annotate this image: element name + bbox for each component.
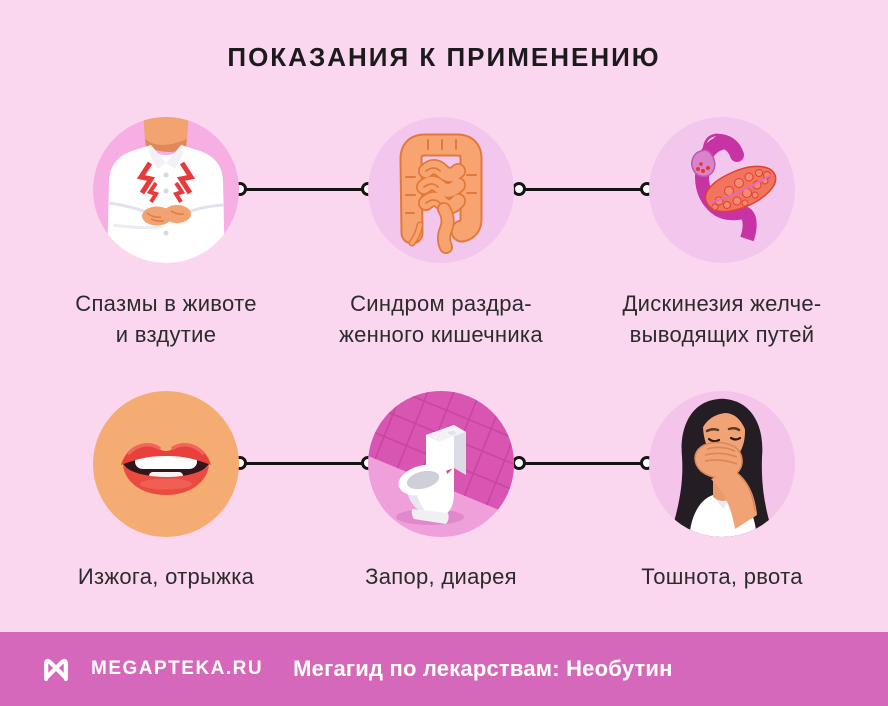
page-title: ПОКАЗАНИЯ К ПРИМЕНЕНИЮ: [227, 42, 661, 72]
pancreas-gallbladder-icon: [649, 117, 795, 263]
label-line: Синдром раздра-: [350, 291, 532, 316]
indication-label: Запор, диарея: [301, 561, 581, 592]
connector-line: [512, 456, 654, 470]
indication-item-biliary: [649, 117, 795, 263]
connector-line: [512, 182, 654, 196]
indication-label: Синдром раздра- женного кишечника: [301, 288, 581, 350]
label-line: Тошнота, рвота: [641, 564, 803, 589]
megapteka-logo-icon: [44, 658, 68, 681]
indication-item-ibs: [368, 117, 514, 263]
label-line: Запор, диарея: [365, 564, 517, 589]
indication-label: Спазмы в животе и вздутие: [26, 288, 306, 350]
label-line: выводящих путей: [629, 322, 815, 347]
label-line: женного кишечника: [339, 322, 543, 347]
indication-item-nausea: [649, 391, 795, 537]
connector-line: [233, 456, 375, 470]
connector-line: [233, 182, 375, 196]
label-line: Изжога, отрыжка: [77, 564, 255, 589]
indication-item-heartburn: [93, 391, 239, 537]
intestines-icon: [368, 117, 514, 263]
lips-icon: [93, 391, 239, 537]
footer: MEGAPTEKA.RU Мегагид по лекарствам: Необ…: [0, 632, 888, 706]
label-line: Спазмы в животе: [75, 291, 257, 316]
connector-dot: [512, 182, 526, 196]
connector-dot: [512, 456, 526, 470]
indication-label: Изжога, отрыжка: [26, 561, 306, 592]
nausea-icon: [649, 391, 795, 537]
indication-item-spasms: [93, 117, 239, 263]
toilet-icon: [368, 391, 514, 537]
indication-label: Тошнота, рвота: [582, 561, 862, 592]
indication-item-constipation: [368, 391, 514, 537]
footer-caption: Мегагид по лекарствам: Необутин: [293, 656, 673, 681]
brand-name: MEGAPTEKA.RU: [91, 658, 264, 679]
belly-pain-icon: [93, 117, 239, 263]
indication-label: Дискинезия желче- выводящих путей: [582, 288, 862, 350]
label-line: и вздутие: [115, 322, 217, 347]
label-line: Дискинезия желче-: [622, 291, 822, 316]
